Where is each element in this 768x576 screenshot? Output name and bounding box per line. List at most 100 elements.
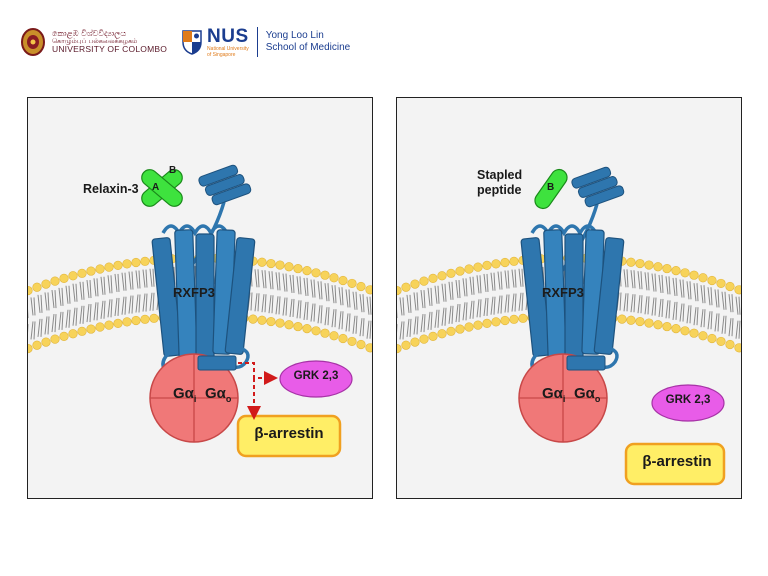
- helix-8: [566, 355, 606, 371]
- chain-a-label: A: [152, 182, 160, 193]
- lipid-head-inner: [653, 320, 663, 330]
- lipid-head-outer: [419, 276, 429, 286]
- lipid-head-inner: [446, 326, 456, 336]
- lipid-head-outer: [32, 282, 42, 292]
- lipid-head-inner: [311, 326, 321, 336]
- lipid-head-inner: [50, 334, 60, 344]
- grk-label: GRK 2,3: [665, 394, 711, 406]
- n-terminal-helix: [571, 166, 612, 189]
- lipid-head-inner: [491, 317, 501, 327]
- ligand-label: Relaxin-3: [83, 182, 139, 196]
- lipid-head-inner: [140, 314, 150, 324]
- lipid-head-inner: [302, 323, 312, 334]
- lipid-head-inner: [347, 336, 357, 347]
- lipid-head-outer: [302, 265, 312, 276]
- lipid-head-inner: [617, 314, 627, 324]
- lipid-head-outer: [293, 263, 303, 274]
- galpha-o-label: Gαo: [205, 385, 232, 404]
- lipid-head-inner: [41, 337, 51, 347]
- n-terminal-domain: [178, 164, 252, 282]
- receptor-label: RXFP3: [542, 285, 584, 300]
- receptor-transmembrane-bundle: [520, 224, 625, 376]
- lipid-head-inner: [707, 333, 717, 344]
- lipid-head-inner: [671, 323, 681, 334]
- lipid-head-outer: [131, 257, 141, 268]
- nus-shield-icon: [182, 30, 202, 55]
- arrestin-label: β-arrestin: [254, 425, 324, 442]
- lipid-head-outer: [28, 285, 33, 296]
- lipid-head-inner: [284, 320, 294, 330]
- lipid-head-outer: [397, 285, 402, 296]
- extracellular-loops: [161, 224, 229, 237]
- lipid-head-inner: [266, 316, 276, 327]
- transmembrane-helix: [520, 237, 552, 357]
- ligand-label-line-1: Stapled: [477, 168, 523, 182]
- lipid-head-inner: [464, 322, 474, 332]
- phosphorylation-arrows: [238, 362, 278, 420]
- n-terminal-helix: [204, 174, 245, 196]
- lipid-head-outer: [365, 285, 372, 295]
- grk-label: GRK 2,3: [293, 370, 339, 382]
- extracellular-loops: [530, 224, 598, 237]
- chain-b-label: B: [547, 182, 555, 193]
- lipid-head-outer: [662, 263, 672, 274]
- n-terminal-helix: [198, 164, 239, 187]
- lipid-head-outer: [284, 262, 294, 272]
- lipid-head-inner: [149, 313, 159, 323]
- lipid-head-inner: [86, 324, 96, 334]
- lipid-head-inner: [473, 320, 483, 330]
- header: කොළඹ විශ්වවිද්‍යාලය கொழும்புப் பல்கலைக்க…: [20, 22, 350, 62]
- lipid-head-inner: [59, 331, 69, 341]
- lipid-head-inner: [680, 326, 690, 336]
- school-name-line-1: Yong Loo Lin: [265, 29, 324, 41]
- crest-icon: [21, 28, 45, 56]
- lipid-head-inner: [95, 322, 105, 332]
- lipid-head-outer: [347, 278, 357, 289]
- lipid-head-inner: [644, 318, 654, 328]
- panel-relaxin-3: A B Relaxin-3 RXFP3 Gαi Gαo GRK 2,3 β-ar…: [27, 97, 373, 499]
- grk-ellipse: [651, 384, 725, 422]
- lipid-head-inner: [68, 329, 78, 339]
- lipid-head-outer: [77, 268, 87, 278]
- lipid-head-inner: [365, 343, 372, 353]
- stapled-peptide-signaling-diagram: [397, 166, 741, 486]
- lipid-head-inner: [437, 329, 447, 339]
- lipid-head-outer: [59, 273, 69, 283]
- lipid-head-inner: [257, 315, 267, 325]
- lipid-head-inner: [482, 318, 492, 328]
- stapled-peptide-ligand: [534, 168, 568, 210]
- lipid-head-inner: [104, 320, 114, 330]
- lipid-head-inner: [131, 315, 141, 326]
- lipid-head-inner: [428, 331, 438, 341]
- arrow-to-grk: [238, 362, 278, 385]
- nus-logo: NUS National University of Singapore Yon…: [181, 27, 350, 58]
- lipid-head-inner: [329, 331, 339, 341]
- lipid-head-outer: [689, 270, 699, 280]
- lipid-head-outer: [482, 260, 492, 270]
- lipid-head-outer: [320, 270, 330, 280]
- lipid-head-outer: [122, 259, 132, 269]
- lipid-head-inner: [698, 331, 708, 341]
- lipid-head-outer: [671, 265, 681, 276]
- nus-subtitle-2: of Singapore: [207, 51, 236, 58]
- lipid-head-outer: [455, 266, 465, 276]
- lipid-head-outer: [716, 278, 726, 289]
- lipid-head-inner: [320, 328, 330, 338]
- lipid-head-inner: [275, 318, 285, 328]
- relaxin-3-signaling-diagram: [28, 164, 372, 458]
- lipid-head-inner: [455, 324, 465, 334]
- lipid-head-inner: [28, 343, 33, 354]
- n-terminal-helix: [577, 176, 618, 198]
- lipid-head-inner: [518, 313, 528, 323]
- lipid-head-outer: [707, 275, 717, 286]
- nus-wordmark: NUS: [207, 25, 249, 47]
- lipid-head-inner: [397, 343, 402, 354]
- receptor-label: RXFP3: [173, 285, 215, 300]
- lipid-head-outer: [95, 264, 105, 274]
- lipid-head-outer: [50, 276, 60, 286]
- lipid-head-inner: [500, 315, 510, 326]
- lipid-head-outer: [698, 273, 708, 283]
- lipid-head-inner: [32, 340, 42, 350]
- lipid-head-outer: [473, 262, 483, 272]
- lipid-head-inner: [122, 317, 132, 327]
